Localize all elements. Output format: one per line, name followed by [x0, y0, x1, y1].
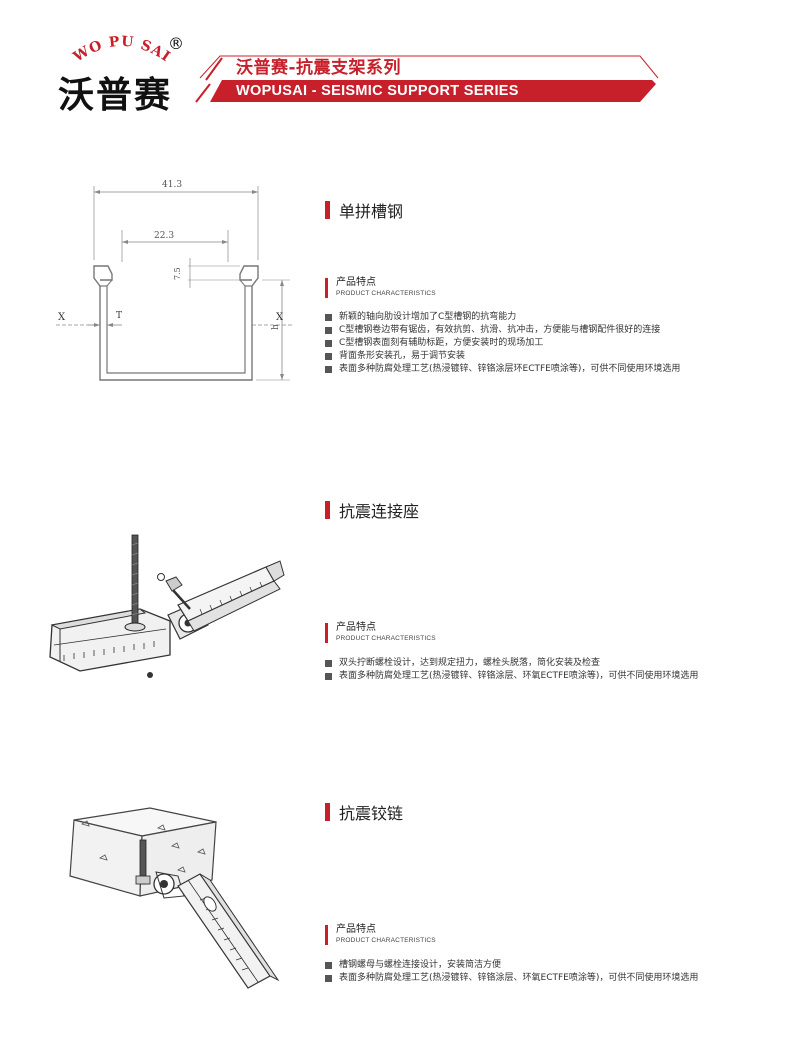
feature-list-connector: 双头拧断螺栓设计，达到规定扭力，螺栓头脱落，简化安装及检查 表面多种防腐处理工艺…	[325, 657, 698, 683]
label-accent-bar	[325, 623, 328, 643]
section-title-text: 抗震铰链	[339, 804, 404, 823]
bullet-square-icon	[325, 660, 332, 667]
dim-height: h	[271, 324, 281, 330]
page-title-en: WOPUSAI - SEISMIC SUPPORT SERIES	[236, 83, 519, 99]
hinge-illustration	[69, 807, 280, 989]
list-item: 新颖的轴向肋设计增加了C型槽钢的抗弯能力	[325, 311, 680, 324]
svg-text:WO PU SAI: WO PU SAI	[70, 34, 174, 66]
feature-list-channel: 新颖的轴向肋设计增加了C型槽钢的抗弯能力 C型槽钢卷边带有锯齿，有效抗剪、抗滑、…	[325, 311, 680, 376]
bullet-square-icon	[325, 353, 332, 360]
axis-x-right: X	[276, 312, 284, 323]
label-accent-bar	[325, 925, 328, 945]
label-cn: 产品特点	[336, 277, 376, 288]
bullet-square-icon	[325, 314, 332, 321]
product-characteristics-label: 产品特点 PRODUCT CHARACTERISTICS	[325, 924, 436, 945]
list-item: 背面条形安装孔，易于调节安装	[325, 350, 680, 363]
thickness-label: T	[116, 311, 122, 321]
list-item: 表面多种防腐处理工艺(热浸镀锌、锌铬涂层、环氧ECTFE喷涂等)，可供不同使用环…	[325, 972, 698, 985]
header-banner-shape	[195, 55, 659, 103]
list-item: C型槽钢表面刻有辅助标距，方便安装时的现场加工	[325, 337, 680, 350]
title-accent-bar	[325, 201, 330, 219]
dim-width: 41.3	[162, 180, 182, 190]
list-item: 槽钢螺母与螺栓连接设计，安装简洁方便	[325, 959, 698, 972]
section-title-channel: 单拼槽钢	[325, 198, 403, 222]
section-title-text: 抗震连接座	[339, 502, 420, 521]
title-accent-bar	[325, 501, 330, 519]
bullet-square-icon	[325, 673, 332, 680]
page-title-cn: 沃普赛-抗震支架系列	[236, 58, 402, 78]
list-item: 表面多种防腐处理工艺(热浸镀锌、锌铬涂层、环氧ECTFE喷涂等)，可供不同使用环…	[325, 670, 698, 683]
label-cn: 产品特点	[336, 924, 376, 935]
channel-section-drawing: 41.3 22.3 7.5 h X X T	[56, 180, 294, 381]
bullet-square-icon	[325, 327, 332, 334]
list-item: 表面多种防腐处理工艺(热浸镀锌、锌铬涂层环ECTFE喷涂等)，可供不同使用环境选…	[325, 363, 680, 376]
label-en: PRODUCT CHARACTERISTICS	[336, 635, 436, 642]
label-en: PRODUCT CHARACTERISTICS	[336, 290, 436, 297]
section-title-connector: 抗震连接座	[325, 498, 419, 522]
list-item: 双头拧断螺栓设计，达到规定扭力，螺栓头脱落，简化安装及检查	[325, 657, 698, 670]
product-characteristics-label: 产品特点 PRODUCT CHARACTERISTICS	[325, 277, 436, 298]
logo-arc: WO PU SAI	[70, 34, 174, 66]
bullet-square-icon	[325, 975, 332, 982]
product-characteristics-label: 产品特点 PRODUCT CHARACTERISTICS	[325, 622, 436, 643]
label-accent-bar	[325, 278, 328, 298]
logo-arc-text: WO PU SAI	[70, 34, 173, 66]
bullet-square-icon	[325, 962, 332, 969]
dim-opening: 22.3	[154, 231, 174, 241]
dim-lip: 7.5	[173, 267, 182, 280]
logo-chinese: 沃普赛	[58, 74, 173, 116]
axis-x-left: X	[58, 312, 66, 323]
section-title-text: 单拼槽钢	[339, 202, 404, 221]
label-cn: 产品特点	[336, 622, 376, 633]
list-item: C型槽钢卷边带有锯齿，有效抗剪、抗滑、抗冲击，方便能与槽钢配件很好的连接	[325, 324, 680, 337]
bullet-square-icon	[325, 366, 332, 373]
connector-illustration	[49, 534, 285, 678]
label-en: PRODUCT CHARACTERISTICS	[336, 937, 436, 944]
registered-mark: ®	[168, 34, 184, 53]
section-title-hinge: 抗震铰链	[325, 800, 403, 824]
feature-list-hinge: 槽钢螺母与螺栓连接设计，安装简洁方便 表面多种防腐处理工艺(热浸镀锌、锌铬涂层、…	[325, 959, 698, 985]
title-accent-bar	[325, 803, 330, 821]
bullet-square-icon	[325, 340, 332, 347]
